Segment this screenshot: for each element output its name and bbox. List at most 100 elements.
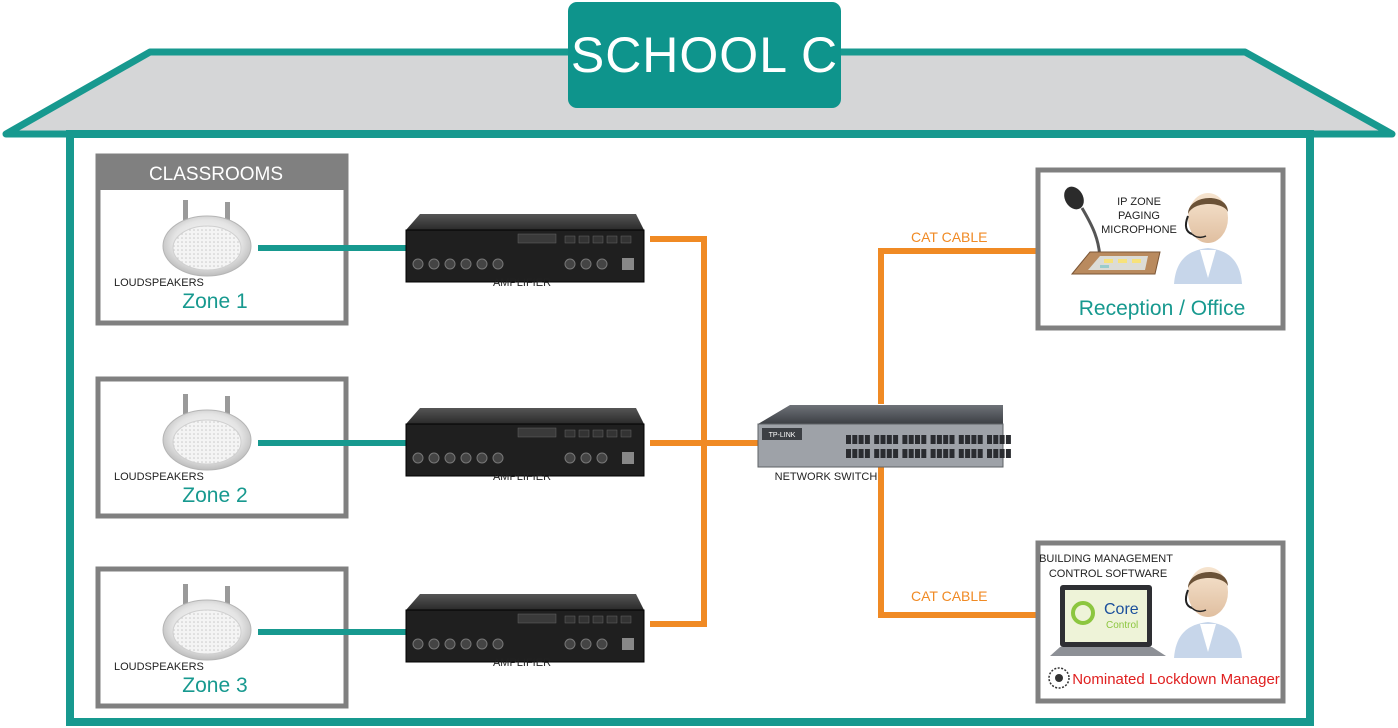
switch-port <box>936 449 942 458</box>
amplifier-label: AMPLIFIER <box>493 657 551 669</box>
amp-knob <box>492 638 504 650</box>
amplifier-label: AMPLIFIER <box>493 471 551 483</box>
mic-btn-d <box>1100 265 1109 268</box>
laptop-screen <box>1065 590 1147 642</box>
switch-port <box>915 449 920 458</box>
speaker-bracket-left <box>183 200 188 220</box>
switch-port <box>987 435 992 444</box>
software-label-line-2: CONTROL SOFTWARE <box>1049 568 1167 580</box>
amp-power-switch <box>622 638 634 650</box>
manager-person-icon <box>1174 567 1242 658</box>
amp-button <box>578 235 590 244</box>
switch-port <box>949 449 955 458</box>
switch-port <box>846 435 851 444</box>
amplifier-2: AMPLIFIER <box>405 408 645 483</box>
switch-port <box>880 449 886 458</box>
speaker-bracket-right <box>225 202 230 220</box>
amp-knob <box>428 638 440 650</box>
switch-brand-plate <box>762 428 802 440</box>
switch-port <box>993 449 999 458</box>
software-label-line-1: BUILDING MANAGEMENT <box>1039 553 1173 565</box>
amp-knob <box>596 638 608 650</box>
mic-label-line-2: PAGING <box>1118 210 1160 222</box>
speaker-label: LOUDSPEAKERS <box>114 471 204 483</box>
amp-button <box>564 235 576 244</box>
amp-knob <box>492 258 504 270</box>
reception-group: IP ZONE PAGING MICROPHONE Reception / Of… <box>1035 167 1286 331</box>
amp-knob <box>476 258 488 270</box>
switch-port <box>902 449 908 458</box>
amplifier-3: AMPLIFIER <box>405 594 645 669</box>
speaker-label: LOUDSPEAKERS <box>114 661 204 673</box>
switch-port <box>965 435 971 444</box>
switch-port <box>874 435 880 444</box>
amp-knob <box>460 638 472 650</box>
speaker-grille <box>172 419 242 465</box>
logo-word-control: Control <box>1106 620 1138 631</box>
speaker-bracket-left <box>183 394 188 414</box>
switch-port <box>930 449 936 458</box>
mic-btn-b <box>1118 259 1127 263</box>
switch-port <box>977 435 983 444</box>
amp-knob <box>460 452 472 464</box>
amp-knob <box>428 452 440 464</box>
zone-label: Zone 1 <box>182 290 247 313</box>
amplifier-switch-cables <box>650 236 762 627</box>
switch-port <box>971 449 977 458</box>
amp-knob <box>444 638 456 650</box>
speaker-bracket-right <box>225 586 230 604</box>
switch-port <box>893 449 899 458</box>
switch-port <box>949 435 955 444</box>
switch-port <box>999 449 1005 458</box>
logo-word-core: Core <box>1104 601 1139 618</box>
switch-port <box>908 449 914 458</box>
switch-port <box>958 449 964 458</box>
manager-group: BUILDING MANAGEMENT CONTROL SOFTWARE Cor… <box>1035 540 1286 704</box>
speaker-bracket-left <box>183 584 188 604</box>
amp-button <box>620 429 632 438</box>
switch-port <box>958 435 964 444</box>
switch-port <box>999 435 1005 444</box>
switch-port <box>893 435 899 444</box>
amp-knob <box>444 452 456 464</box>
amp-button <box>606 429 618 438</box>
amp-button <box>592 235 604 244</box>
amp-power-switch <box>622 452 634 464</box>
mic-label-line-1: IP ZONE <box>1117 196 1161 208</box>
amp-button <box>592 615 604 624</box>
laptop: Core Control <box>1050 585 1166 656</box>
switch-port <box>943 449 949 458</box>
switch-port <box>902 435 908 444</box>
amp-knob <box>412 638 424 650</box>
switch-port <box>852 435 858 444</box>
amp-button <box>606 235 618 244</box>
speaker-bracket-right <box>225 396 230 414</box>
switch-port <box>874 449 880 458</box>
switch-top <box>758 405 1003 424</box>
mic-head <box>1064 186 1084 210</box>
switch-brand: TP-LINK <box>769 432 796 439</box>
amp-top <box>406 594 644 610</box>
manager-title: Nominated Lockdown Manager <box>1072 671 1280 688</box>
amplifier-1: AMPLIFIER <box>405 214 645 289</box>
switch-port <box>965 449 971 458</box>
amp-power-switch <box>622 258 634 270</box>
amp-knob <box>460 258 472 270</box>
switch-port <box>852 449 858 458</box>
amp-display <box>517 233 557 244</box>
mic-btn-a <box>1104 259 1113 263</box>
amp-cable-3 <box>650 443 707 627</box>
switch-port <box>1005 449 1011 458</box>
amp-knob <box>580 452 592 464</box>
amp-cable-1 <box>650 236 707 443</box>
amp-knob <box>596 258 608 270</box>
speaker-grille <box>172 225 242 271</box>
switch-port <box>987 449 992 458</box>
amp-knob <box>580 258 592 270</box>
amp-knob <box>564 258 576 270</box>
amp-knob <box>412 258 424 270</box>
switch-port <box>864 449 870 458</box>
reception-title: Reception / Office <box>1079 297 1246 320</box>
